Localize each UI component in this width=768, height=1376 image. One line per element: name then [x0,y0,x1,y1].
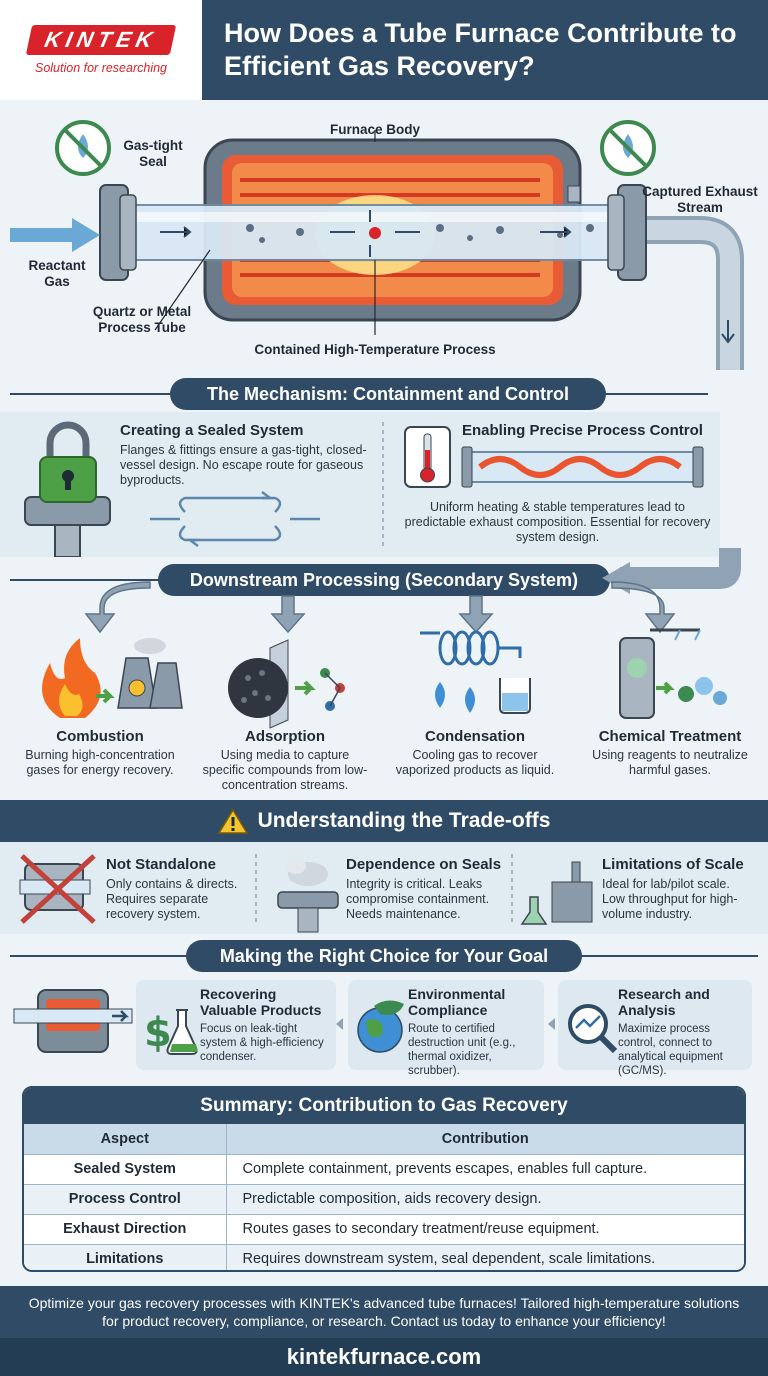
no-leak-icon-left [55,120,111,176]
process-tube-label: Quartz or Metal Process Tube [92,304,192,335]
logo[interactable]: KINTEK Solution for researching [0,0,202,100]
contribution-cell: Requires downstream system, seal depende… [226,1243,744,1270]
dollar-flask-icon: $ [144,1009,198,1056]
page-title: How Does a Tube Furnace Contribute to Ef… [224,18,737,81]
choice-products-desc: Focus on leak-tight system & high-effici… [200,1023,324,1063]
padlock-icon [24,421,111,557]
footer-cta: Optimize your gas recovery processes wit… [28,1295,740,1329]
choice-compliance-title: Environmental Compliance [408,986,506,1018]
aspect-cell: Limitations [24,1243,227,1270]
contribution-cell: Routes gases to secondary treatment/reus… [226,1213,744,1244]
choice-graphics [13,989,555,1053]
logo-text: KINTEK [25,25,177,55]
dependence-seals-desc: Integrity is critical. Leaks compromise … [346,877,490,921]
page-title-box: How Does a Tube Furnace Contribute to Ef… [202,0,768,100]
furnace-illustration [10,120,744,400]
not-standalone-title: Not Standalone [106,856,217,873]
flame-icon [42,638,101,718]
contribution-cell: Predictable composition, aids recovery d… [226,1183,744,1214]
downstream-banner: Downstream Processing (Secondary System) [0,564,768,596]
tradeoffs-panel: Not Standalone Only contains & directs. … [0,842,768,934]
table-row: Process Control Predictable composition,… [24,1183,744,1214]
scrubber-tower-icon [619,628,727,719]
condensation-title: Condensation [425,728,525,745]
beaker-icon [499,678,531,714]
power-plant-icon [117,638,183,709]
limitations-scale-title: Limitations of Scale [602,856,744,873]
condenser-coil-icon [420,630,522,666]
column-header-contribution: Contribution [226,1124,744,1154]
chemical-treatment-title: Chemical Treatment [598,728,742,745]
downstream-title: Downstream Processing (Secondary System) [158,564,610,596]
choice-card-compliance[interactable]: Environmental Compliance Route to certif… [348,980,544,1077]
combustion-desc: Burning high-concentration gases for ene… [25,748,175,777]
dependence-seals-title: Dependence on Seals [346,856,502,873]
furnace-body-label: Furnace Body [329,122,421,137]
no-leak-icon-right [600,120,656,176]
limitations-scale-desc: Ideal for lab/pilot scale. Low throughpu… [602,877,738,921]
table-row: Exhaust Direction Routes gases to second… [24,1213,744,1244]
mechanism-panel: Creating a Sealed System Flanges & fitti… [0,412,720,557]
adsorption-title: Adsorption [245,728,325,745]
aspect-cell: Process Control [24,1183,227,1214]
choice-title: Making the Right Choice for Your Goal [186,940,582,972]
gas-tight-seal-label: Gas-tight Seal [123,138,183,169]
factory-lab-icon [520,861,593,925]
sealed-system-title: Creating a Sealed System [120,422,304,439]
furnace-diagram: Furnace Body Gas-tight Seal Captured Exh… [0,100,768,400]
contained-process-label: Contained High-Temperature Process [254,342,496,357]
aspect-cell: Exhaust Direction [24,1213,227,1244]
table-row: Limitations Requires downstream system, … [24,1243,744,1270]
choice-banner: Making the Right Choice for Your Goal [0,940,768,972]
summary-title: Summary: Contribution to Gas Recovery [24,1088,744,1124]
aspect-cell: Sealed System [24,1153,227,1184]
choice-products-title: Recovering Valuable Products [200,986,322,1018]
reactant-gas-label: Reactant Gas [28,258,86,289]
mechanism-banner: The Mechanism: Containment and Control [0,378,768,410]
contribution-cell: Complete containment, prevents escapes, … [226,1153,744,1184]
choice-research-desc: Maximize process control, connect to ana… [618,1023,723,1077]
chemical-treatment-desc: Using reagents to neutralize harmful gas… [592,748,748,777]
choice-research-title: Research and Analysis [618,986,710,1018]
captured-exhaust-label: Captured Exhaust Stream [642,184,758,215]
choice-card-products[interactable]: $ Recovering Valuable Products Focus on … [136,980,336,1070]
mechanism-title: The Mechanism: Containment and Control [170,378,606,410]
process-control-desc: Uniform heating & stable temperatures le… [404,500,711,544]
tube-furnace-icon [13,989,133,1053]
combustion-title: Combustion [56,728,144,745]
summary-grid: Aspect Contribution Sealed System Comple… [24,1124,744,1270]
tradeoffs-banner: Understanding the Trade-offs [0,800,768,842]
choice-card-research[interactable]: Research and Analysis Maximize process c… [558,980,752,1077]
column-header-aspect: Aspect [24,1124,227,1154]
downstream-graphics [42,548,741,729]
website-link[interactable]: kintekfurnace.com [0,1338,768,1376]
adsorbent-filter-icon [228,639,345,729]
logo-tagline: Solution for researching [34,61,168,75]
leaking-flange-icon [277,858,339,933]
summary-table: Summary: Contribution to Gas Recovery As… [22,1086,746,1272]
not-standalone-desc: Only contains & directs. Requires separa… [106,877,238,921]
sealed-system-desc: Flanges & fittings ensure a gas-tight, c… [120,443,367,487]
process-control-title: Enabling Precise Process Control [462,422,703,439]
table-row: Sealed System Complete containment, prev… [24,1153,744,1184]
adsorption-desc: Using media to capture specific compound… [202,748,368,792]
magnifier-chart-icon [568,1004,618,1054]
globe-leaf-icon [357,1000,404,1053]
condensation-desc: Cooling gas to recover vaporized product… [395,748,555,777]
tradeoffs-title: Understanding the Trade-offs [257,809,551,832]
crossed-out-furnace-icon [19,854,96,924]
warning-icon [217,808,248,834]
header: KINTEK Solution for researching How Does… [0,0,768,100]
choice-compliance-desc: Route to certified destruction unit (e.g… [408,1023,516,1077]
thermometer-icon [404,426,451,488]
